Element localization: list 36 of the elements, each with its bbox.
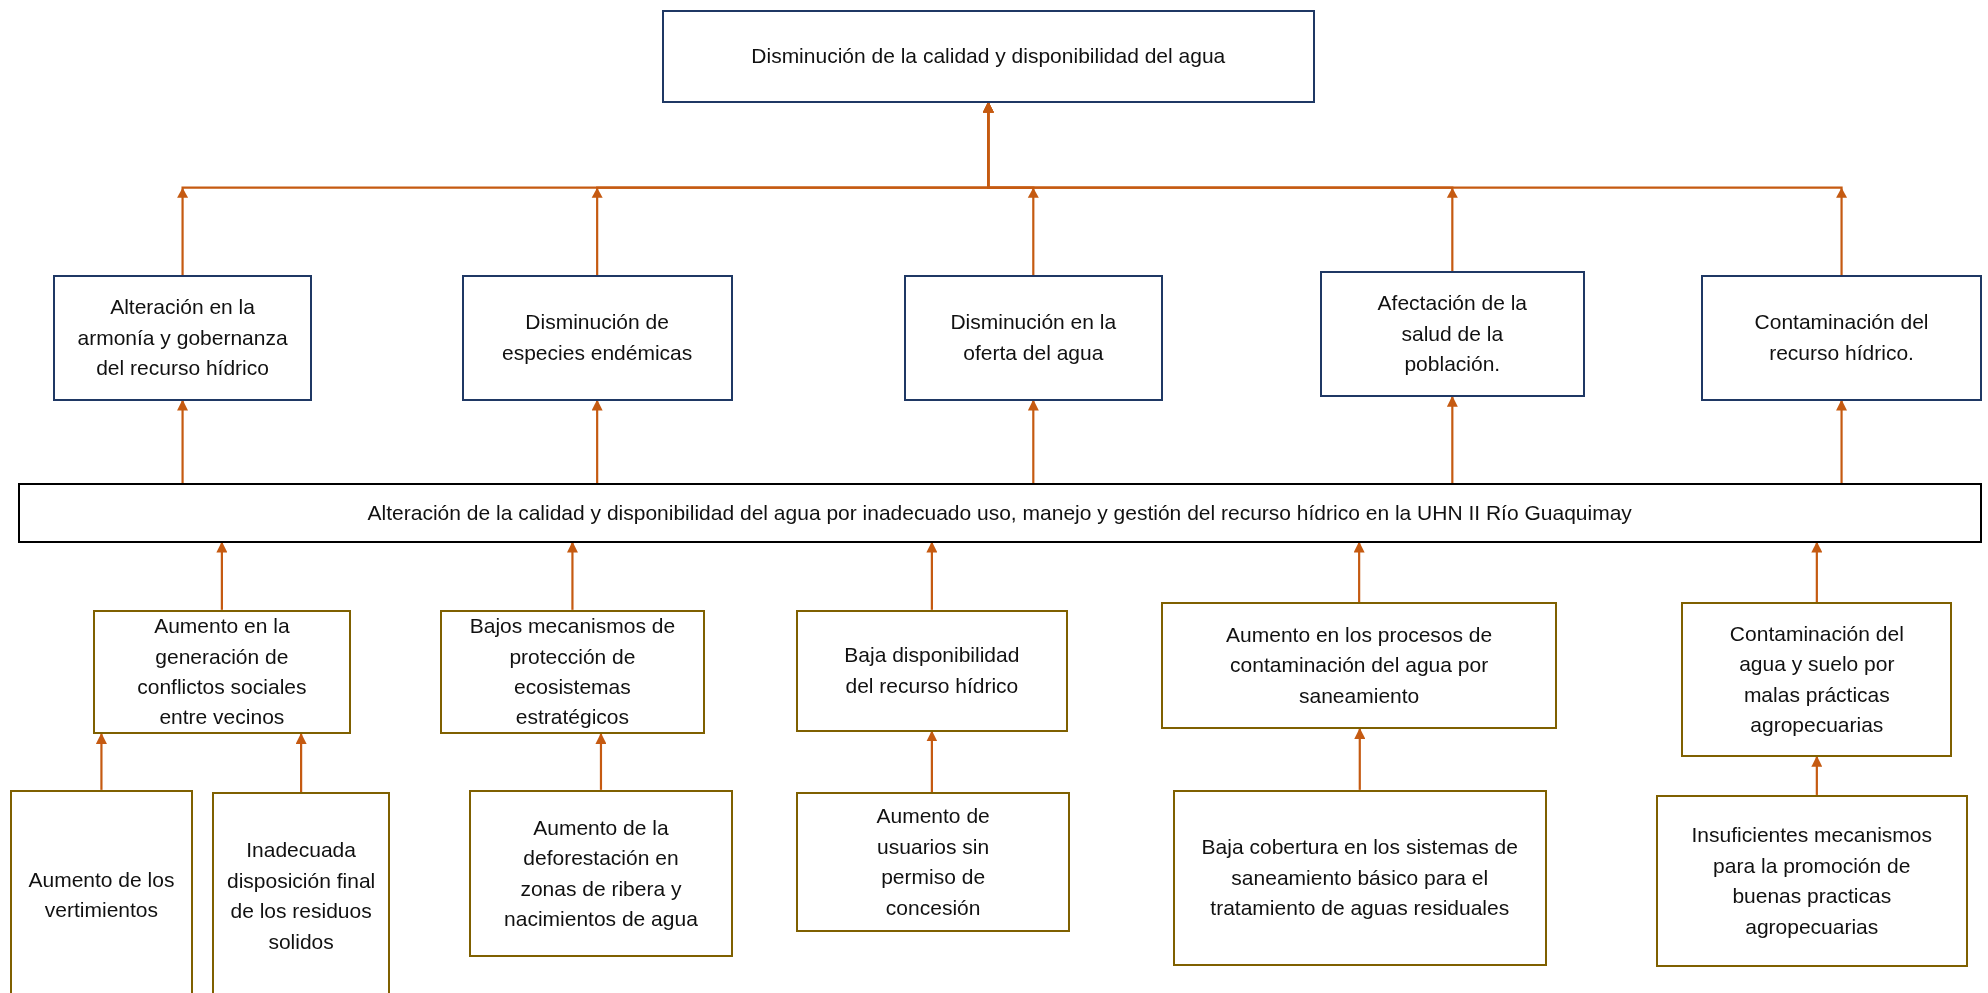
- box-text: Inadecuada disposición final de los residuos solidos: [225, 837, 377, 955]
- box-text: Bajos mecanismos de protección de ecosistemas estratégicos: [468, 613, 677, 731]
- effect-box: [1701, 275, 1982, 401]
- cause-box: [439, 609, 705, 735]
- box-text: Insuficientes mecanismos para la promoción de buenas practicas agropecuarias: [1690, 822, 1933, 940]
- effect-box: [53, 275, 312, 401]
- effect-box: [461, 275, 733, 401]
- box-text: Aumento en la generación de conflictos sociales entre vecinos: [136, 613, 308, 731]
- box-text: Alteración en la armonía y gobernanza del recurso hídrico: [77, 294, 288, 382]
- core-problem-box: [17, 483, 1982, 543]
- box-text: Contaminación del agua y suelo por malas prácticas agropecuarias: [1728, 620, 1905, 738]
- effect-box: [1319, 271, 1585, 397]
- box-text: Disminución en la oferta del agua: [949, 309, 1118, 366]
- cause-box: [796, 792, 1071, 932]
- box-text: Baja cobertura en los sistemas de saneamiento básico para el tratamiento de aguas residuales: [1200, 834, 1519, 922]
- box-text: Aumento de la deforestación en zonas de ribera y nacimientos de agua: [503, 814, 699, 932]
- cause-box: [1172, 789, 1547, 967]
- box-text: Aumento de usuarios sin permiso de concesión: [875, 803, 991, 921]
- effect-box: [903, 275, 1163, 401]
- cause-box: [469, 789, 733, 958]
- box-text: Aumento en los procesos de contaminación del agua por saneamiento: [1225, 621, 1494, 709]
- cause-box: [211, 792, 391, 993]
- cause-box: [1655, 794, 1968, 968]
- box-text: Afectación de la salud de la población.: [1376, 290, 1529, 378]
- cause-box: [796, 609, 1068, 732]
- cause-box: [92, 609, 352, 735]
- box-text: Contaminación del recurso hídrico.: [1753, 309, 1930, 366]
- box-text: Baja disponibilidad del recurso hídrico: [843, 642, 1021, 699]
- cause-box: [10, 789, 193, 993]
- cause-box: [1681, 602, 1953, 757]
- problem-box: [661, 10, 1315, 103]
- box-text: Alteración de la calidad y disponibilidad del agua por inadecuado uso, manejo y gestión del recurso hídrico en la UHN II Río Guaquimay: [367, 499, 1632, 526]
- box-text: Aumento de los vertimientos: [27, 866, 176, 924]
- cause-box: [1161, 602, 1557, 729]
- box-text: Disminución de especies endémicas: [501, 309, 694, 366]
- box-text: Disminución de la calidad y disponibilidad del agua: [751, 43, 1226, 70]
